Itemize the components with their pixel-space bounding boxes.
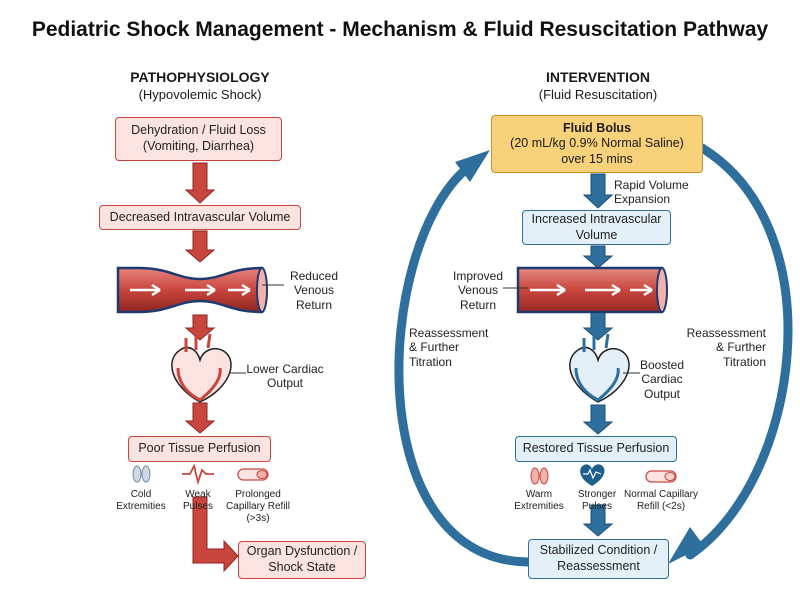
arrow-left-4 [184,402,216,434]
loop-arrowheads [455,150,704,564]
left-sign-weak: Weak Pulses [172,489,224,513]
arrow-left-elbow [192,496,239,573]
loop-right-arc [685,143,793,560]
left-sign-prolonged: Prolonged Capillary Refill (>3s) [224,489,292,525]
left-heading: PATHOPHYSIOLOGY [130,69,270,85]
reduced-label-line3: Return [295,297,333,312]
lower-label-line2: Output [266,376,304,391]
arrow-right-5 [582,504,614,537]
heart-icon-restored [569,333,630,403]
loop-left-arc [394,165,533,567]
loop-right-line3: Titration [723,354,766,369]
boosted-label-line2: Cardiac [641,372,683,387]
rapid-expansion-line1: Rapid Volume [614,178,689,192]
loop-left-line3: Titration [409,354,452,369]
loop-right-line1: Reassessment [686,326,766,340]
loop-left-head [455,150,490,182]
reduced-venous-return-label: Reduced Venous Return [282,269,346,312]
left-sign-cold: Cold Extremities [110,489,172,513]
arrow-left-1 [184,162,216,204]
heart-pulse-icon [580,464,605,486]
heart-icon [171,333,232,403]
loop-right-label: Reassessment & Further Titration [676,326,766,369]
improved-venous-return-label: Improved Venous Return [446,269,510,312]
decreased-volume-box: Decreased Intravascular Volume [99,205,301,230]
dehydration-box: Dehydration / Fluid Loss (Vomiting, Diar… [115,117,282,161]
right-flow-arrows [582,173,614,537]
restored-perfusion-box: Restored Tissue Perfusion [515,436,677,462]
lower-cardiac-output-label: Lower Cardiac Output [240,362,330,391]
loop-left-line2: & Further [409,340,460,355]
right-sign-normal-refill: Normal Capillary Refill (<2s) [618,489,704,513]
arrow-left-3 [184,314,216,341]
arrow-right-2 [582,245,614,269]
left-sign-weak-line1: Weak [185,489,211,500]
stabilized-line2: Reassessment [557,559,640,573]
page-title: Pediatric Shock Management - Mechanism &… [31,18,769,41]
arrow-right-3 [582,311,614,341]
dehydration-line1: Dehydration / Fluid Loss [131,123,266,138]
feet-icon-warm [530,467,549,485]
arrow-right-1 [582,173,614,209]
rapid-expansion-line2: Expansion [614,192,671,207]
dehydration-line2: (Vomiting, Diarrhea) [142,139,255,153]
right-sign-warm: Warm Extremities [508,489,570,513]
blood-vessel-icon-restored [516,266,668,314]
organ-dysfunction-line1: Organ Dysfunction / [246,544,358,559]
fluid-bolus-line3: over 15 mins [561,151,633,166]
loop-left-line1: Reassessment [409,326,489,340]
fluid-bolus-line1: Fluid Bolus [562,120,632,135]
capillary-refill-icon-normal [645,470,677,483]
right-sign-warm-line1: Warm [525,489,553,500]
improved-label-line2: Venous [457,283,499,298]
fluid-bolus-box: Fluid Bolus (20 mL/kg 0.9% Normal Saline… [491,115,703,173]
left-flow-arrows [184,162,239,573]
right-sign-stronger: Stronger Pulses [568,489,626,513]
right-sign-normal-line2: Refill (<2s) [636,501,686,512]
stabilized-condition-box: Stabilized Condition / Reassessment [528,539,669,579]
reduced-label-line2: Venous [293,283,335,298]
increased-volume-box: Increased Intravascular Volume [522,210,671,245]
right-heading: INTERVENTION [546,69,650,85]
right-subheading: (Fluid Resuscitation) [538,87,658,102]
improved-label-line3: Return [459,297,497,312]
left-sign-weak-line2: Pulses [182,501,213,512]
right-sign-normal-line1: Normal Capillary [624,489,698,500]
left-sign-prolonged-line1: Prolonged [235,489,281,500]
boosted-cardiac-output-label: Boosted Cardiac Output [634,358,690,401]
rapid-expansion-label: Rapid Volume Expansion [614,178,714,207]
capillary-refill-icon [237,468,269,481]
organ-dysfunction-line2: Shock State [268,560,336,574]
pulse-icon [182,463,214,486]
arrow-right-4 [582,404,614,435]
right-sign-warm-line2: Extremities [514,501,564,512]
right-sign-stronger-line2: Pulses [581,501,612,512]
left-sign-prolonged-line3: (>3s) [246,513,270,524]
loop-right-line2: & Further [715,340,766,355]
left-sign-cold-line2: Extremities [116,501,166,512]
left-sign-cold-line1: Cold [130,489,152,500]
increased-volume-line2: Volume [575,227,618,242]
feet-icon [132,465,151,483]
left-subheading: (Hypovolemic Shock) [138,87,262,102]
increased-volume-line1: Increased Intravascular [531,211,662,226]
poor-perfusion-box: Poor Tissue Perfusion [128,436,271,462]
loop-left-label: Reassessment & Further Titration [409,326,499,369]
boosted-label-line1: Boosted [639,358,685,372]
boosted-label-line3: Output [643,386,681,401]
reassessment-loop [394,143,793,567]
left-sign-prolonged-line2: Capillary Refill [226,501,290,512]
lower-label-line1: Lower Cardiac [246,362,324,376]
arrow-left-2 [184,230,216,263]
fluid-bolus-line2: (20 mL/kg 0.9% Normal Saline) [510,136,684,151]
stabilized-line1: Stabilized Condition / [539,543,658,558]
loop-right-head [668,527,704,564]
organ-dysfunction-box: Organ Dysfunction / Shock State [238,541,366,579]
reduced-label-line1: Reduced [289,269,339,283]
blood-vessel-icon [116,266,268,314]
right-sign-stronger-line1: Stronger [577,489,617,500]
improved-label-line1: Improved [452,269,504,283]
